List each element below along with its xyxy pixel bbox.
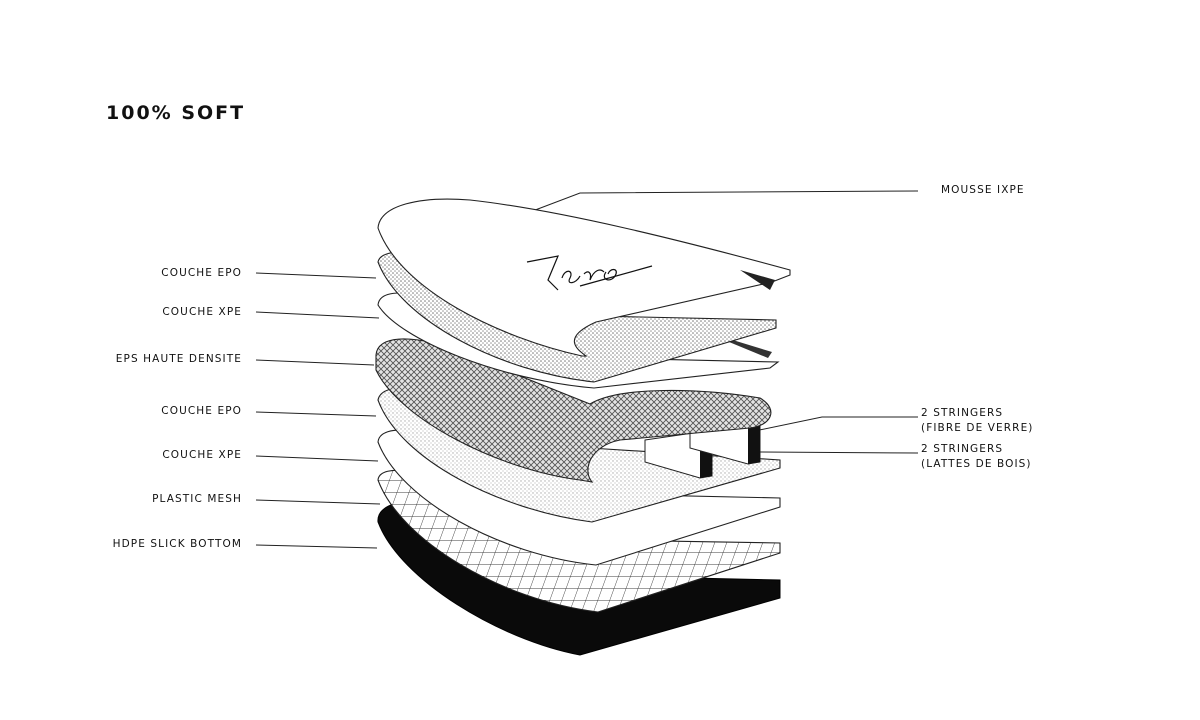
stringers — [644, 417, 761, 479]
label-couche-epo-bottom: COUCHE EPO — [161, 405, 242, 417]
label-stringers-fibre: 2 STRINGERS (FIBRE DE VERRE) — [921, 406, 1034, 436]
label-hdpe-slick-bottom: HDPE SLICK BOTTOM — [112, 538, 242, 550]
label-stringers-bois-line1: 2 STRINGERS — [921, 443, 1004, 455]
label-stringers-bois: 2 STRINGERS (LATTES DE BOIS) — [921, 442, 1032, 472]
zero-logo — [526, 255, 653, 291]
layer-mousse-ixpe — [377, 198, 791, 357]
label-stringers-fibre-line1: 2 STRINGERS — [921, 407, 1004, 419]
label-stringers-fibre-line2: (FIBRE DE VERRE) — [921, 422, 1034, 434]
label-couche-epo-top: COUCHE EPO — [161, 267, 242, 279]
label-mousse-ixpe-line1: MOUSSE IXPE — [941, 184, 1025, 196]
label-eps-haute-densite: EPS HAUTE DENSITE — [115, 353, 242, 365]
label-plastic-mesh: PLASTIC MESH — [152, 493, 242, 505]
label-couche-xpe-bottom: COUCHE XPE — [162, 449, 242, 461]
label-stringers-bois-line2: (LATTES DE BOIS) — [921, 458, 1032, 470]
label-couche-xpe-top: COUCHE XPE — [162, 306, 242, 318]
diagram-title: 100% SOFT — [106, 102, 246, 124]
leader-lines-left — [255, 272, 381, 549]
label-mousse-ixpe: MOUSSE IXPE — [941, 183, 1025, 198]
leader-lines-right — [521, 190, 919, 454]
